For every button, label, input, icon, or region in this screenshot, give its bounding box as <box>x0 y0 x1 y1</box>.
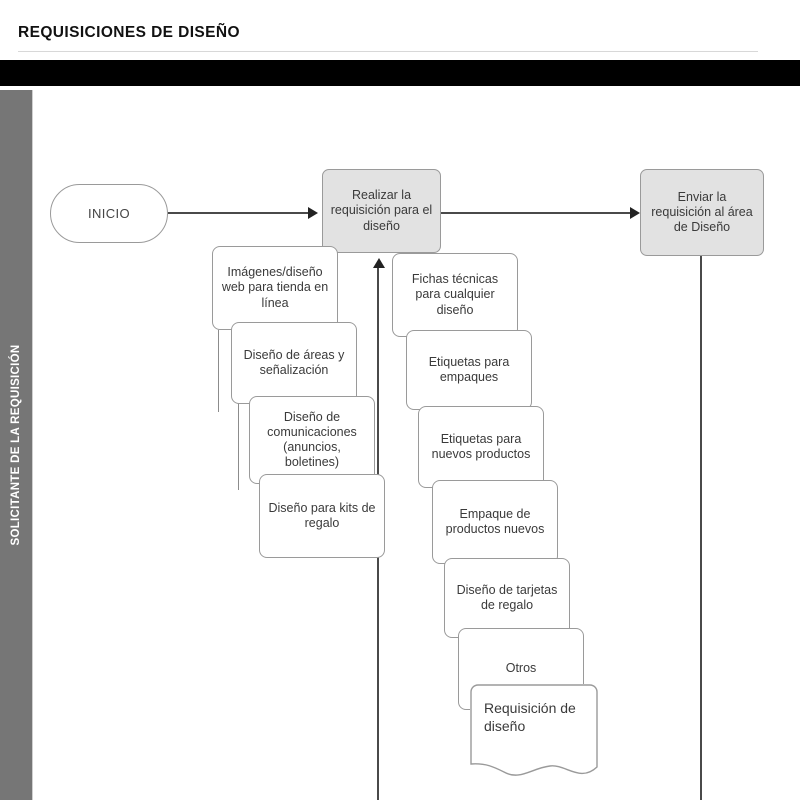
node-inicio-label: INICIO <box>87 205 131 221</box>
card-diseno-areas-senalizacion-label: Diseño de áreas y señalización <box>243 347 345 377</box>
card-imagenes-diseno-web-label: Imágenes/diseño web para tienda en línea <box>221 265 329 310</box>
node-enviar-requisicion[interactable]: Enviar la requisición al área de Diseño <box>640 169 764 256</box>
connector-left-stub-2 <box>238 400 239 490</box>
node-realizar-requisicion[interactable]: Realizar la requisición para el diseño <box>322 169 441 253</box>
page-title: REQUISICIONES DE DISEÑO <box>18 24 240 41</box>
swimlane-label: SOLICITANTE DE LA REQUISICIÓN <box>10 344 22 546</box>
page-header: REQUISICIONES DE DISEÑO <box>0 0 800 60</box>
card-empaque-productos-nuevos-label: Empaque de productos nuevos <box>445 506 545 536</box>
arrowhead-into-enviar <box>630 207 640 219</box>
card-diseno-tarjetas-regalo-label: Diseño de tarjetas de regalo <box>456 582 558 612</box>
card-empaque-productos-nuevos[interactable]: Empaque de productos nuevos <box>432 480 558 564</box>
card-imagenes-diseno-web[interactable]: Imágenes/diseño web para tienda en línea <box>212 246 338 330</box>
document-requisicion-diseno[interactable]: Requisición de diseño <box>470 684 598 780</box>
card-diseno-kits-regalo-label: Diseño para kits de regalo <box>268 500 376 530</box>
node-inicio[interactable]: INICIO <box>50 184 168 243</box>
card-diseno-areas-senalizacion[interactable]: Diseño de áreas y señalización <box>231 322 357 404</box>
card-etiquetas-empaques[interactable]: Etiquetas para empaques <box>406 330 532 410</box>
card-etiquetas-nuevos-productos[interactable]: Etiquetas para nuevos productos <box>418 406 544 488</box>
node-enviar-requisicion-label: Enviar la requisición al área de Diseño <box>651 189 753 235</box>
arrowhead-into-realizar-bottom <box>373 258 385 268</box>
document-shape-icon <box>470 684 598 776</box>
card-otros-label: Otros <box>505 661 537 676</box>
card-fichas-tecnicas-label: Fichas técnicas para cualquier diseño <box>411 272 499 317</box>
header-black-bar <box>0 60 800 86</box>
connector-realizar-to-enviar <box>441 212 633 214</box>
node-realizar-requisicion-label: Realizar la requisición para el diseño <box>330 188 433 233</box>
connector-enviar-down <box>700 256 702 800</box>
document-requisicion-diseno-label: Requisición de diseño <box>484 700 576 734</box>
header-divider <box>18 51 758 52</box>
card-etiquetas-empaques-label: Etiquetas para empaques <box>428 354 510 384</box>
card-diseno-comunicaciones-label: Diseño de comunicaciones (anuncios, bole… <box>267 409 357 470</box>
connector-inicio-to-realizar <box>168 212 310 214</box>
connector-left-stub-1 <box>218 330 219 412</box>
swimlane-header: SOLICITANTE DE LA REQUISICIÓN <box>0 90 32 800</box>
card-diseno-tarjetas-regalo[interactable]: Diseño de tarjetas de regalo <box>444 558 570 638</box>
card-diseno-comunicaciones[interactable]: Diseño de comunicaciones (anuncios, bole… <box>249 396 375 484</box>
arrowhead-into-realizar <box>308 207 318 219</box>
card-diseno-kits-regalo[interactable]: Diseño para kits de regalo <box>259 474 385 558</box>
card-fichas-tecnicas[interactable]: Fichas técnicas para cualquier diseño <box>392 253 518 337</box>
card-etiquetas-nuevos-productos-label: Etiquetas para nuevos productos <box>431 431 531 461</box>
